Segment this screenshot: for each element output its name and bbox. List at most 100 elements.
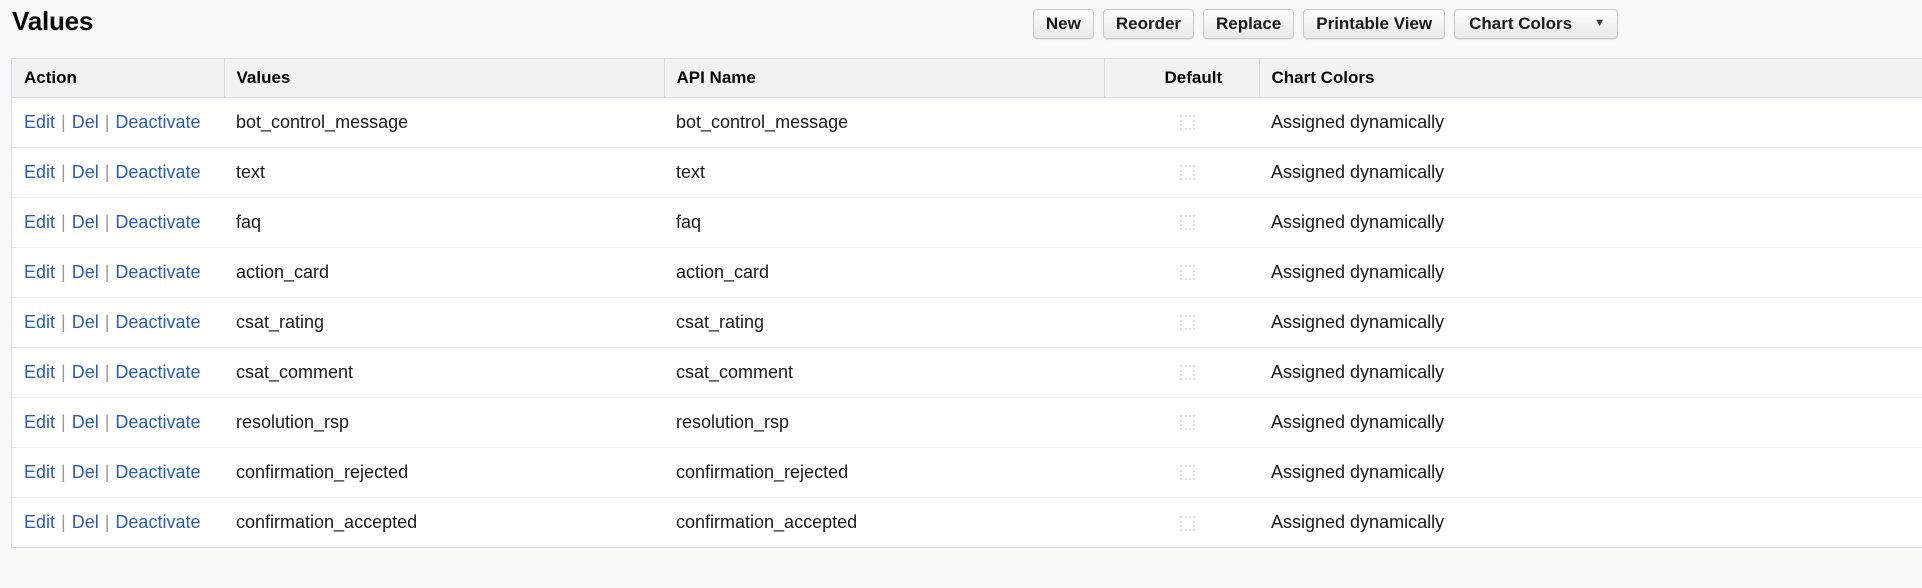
action-separator: | xyxy=(61,161,66,182)
default-checkbox[interactable] xyxy=(1180,465,1195,481)
column-header-action: Action xyxy=(12,59,224,98)
cell-value: csat_rating xyxy=(224,297,664,348)
action-links: Edit|Del|Deactivate xyxy=(24,212,224,233)
row-edit-link[interactable]: Edit xyxy=(24,261,56,282)
action-links: Edit|Del|Deactivate xyxy=(24,462,224,483)
default-checkbox[interactable] xyxy=(1180,215,1195,231)
action-separator: | xyxy=(61,411,66,432)
action-links: Edit|Del|Deactivate xyxy=(24,262,224,283)
row-del-link[interactable]: Del xyxy=(71,361,99,382)
row-deactivate-link[interactable]: Deactivate xyxy=(115,461,201,482)
cell-value: text xyxy=(224,147,664,198)
row-deactivate-link[interactable]: Deactivate xyxy=(115,211,201,232)
cell-action: Edit|Del|Deactivate xyxy=(12,297,224,348)
row-deactivate-link[interactable]: Deactivate xyxy=(115,361,201,382)
cell-api-name: resolution_rsp xyxy=(664,397,1104,448)
action-links: Edit|Del|Deactivate xyxy=(24,362,224,383)
column-header-default: Default xyxy=(1103,59,1259,98)
cell-value: resolution_rsp xyxy=(224,397,664,448)
cell-value: faq xyxy=(224,197,664,248)
cell-default xyxy=(1104,147,1259,198)
row-del-link[interactable]: Del xyxy=(71,261,99,282)
row-edit-link[interactable]: Edit xyxy=(24,411,56,432)
column-header-default-label: Default xyxy=(1164,67,1223,87)
cell-action: Edit|Del|Deactivate xyxy=(12,347,224,398)
row-edit-link[interactable]: Edit xyxy=(24,211,56,232)
action-separator: | xyxy=(104,311,110,332)
default-checkbox[interactable] xyxy=(1180,415,1195,431)
action-separator: | xyxy=(61,211,66,232)
new-button[interactable]: New xyxy=(1032,9,1094,39)
action-separator: | xyxy=(104,111,110,132)
cell-api-name: text xyxy=(664,147,1104,198)
cell-value: confirmation_rejected xyxy=(224,447,664,498)
values-table-container: Action Values API Name Default Chart Col… xyxy=(11,58,1922,548)
action-links: Edit|Del|Deactivate xyxy=(24,312,224,333)
table-header-row: Action Values API Name Default Chart Col… xyxy=(12,59,1922,98)
row-edit-link[interactable]: Edit xyxy=(24,511,56,532)
page-header: Values New Reorder Replace Printable Vie… xyxy=(0,0,1922,56)
row-deactivate-link[interactable]: Deactivate xyxy=(115,261,201,282)
row-del-link[interactable]: Del xyxy=(71,311,99,332)
row-del-link[interactable]: Del xyxy=(71,511,99,532)
action-links: Edit|Del|Deactivate xyxy=(24,162,224,183)
cell-chart-colors: Assigned dynamically xyxy=(1259,447,1922,498)
row-del-link[interactable]: Del xyxy=(71,161,99,182)
action-separator: | xyxy=(61,361,66,382)
default-checkbox[interactable] xyxy=(1180,165,1195,181)
action-links: Edit|Del|Deactivate xyxy=(24,512,224,533)
cell-chart-colors: Assigned dynamically xyxy=(1259,97,1922,148)
default-checkbox[interactable] xyxy=(1180,115,1195,131)
cell-api-name: csat_comment xyxy=(664,347,1104,398)
row-deactivate-link[interactable]: Deactivate xyxy=(115,111,201,132)
values-table: Action Values API Name Default Chart Col… xyxy=(12,59,1922,547)
chart-colors-dropdown-button[interactable]: Chart Colors ▼ xyxy=(1454,9,1618,39)
printable-view-button[interactable]: Printable View xyxy=(1303,9,1446,39)
cell-chart-colors: Assigned dynamically xyxy=(1259,347,1922,398)
row-del-link[interactable]: Del xyxy=(71,411,99,432)
row-deactivate-link[interactable]: Deactivate xyxy=(115,511,201,532)
column-header-values: Values xyxy=(223,59,664,98)
row-del-link[interactable]: Del xyxy=(71,211,99,232)
action-separator: | xyxy=(104,211,110,232)
action-separator: | xyxy=(104,361,110,382)
action-separator: | xyxy=(104,411,110,432)
default-checkbox[interactable] xyxy=(1180,265,1195,281)
cell-default xyxy=(1104,97,1259,148)
action-separator: | xyxy=(61,511,66,532)
row-edit-link[interactable]: Edit xyxy=(24,361,56,382)
row-deactivate-link[interactable]: Deactivate xyxy=(115,161,201,182)
action-links: Edit|Del|Deactivate xyxy=(24,412,224,433)
cell-chart-colors: Assigned dynamically xyxy=(1259,297,1922,348)
row-del-link[interactable]: Del xyxy=(71,111,99,132)
default-checkbox[interactable] xyxy=(1180,515,1195,531)
page-title: Values xyxy=(12,6,94,36)
replace-button[interactable]: Replace xyxy=(1203,9,1295,39)
row-edit-link[interactable]: Edit xyxy=(24,311,56,332)
cell-action: Edit|Del|Deactivate xyxy=(12,447,224,498)
cell-default xyxy=(1104,447,1259,498)
action-separator: | xyxy=(61,111,66,132)
row-edit-link[interactable]: Edit xyxy=(24,161,56,182)
row-edit-link[interactable]: Edit xyxy=(24,461,56,482)
row-deactivate-link[interactable]: Deactivate xyxy=(115,411,201,432)
cell-api-name: bot_control_message xyxy=(664,97,1104,148)
column-header-chart-colors: Chart Colors xyxy=(1258,59,1922,98)
cell-value: action_card xyxy=(224,247,664,298)
row-del-link[interactable]: Del xyxy=(71,461,99,482)
default-checkbox[interactable] xyxy=(1180,365,1195,381)
default-checkbox[interactable] xyxy=(1180,315,1195,331)
cell-default xyxy=(1104,197,1259,248)
reorder-button[interactable]: Reorder xyxy=(1102,9,1195,39)
row-edit-link[interactable]: Edit xyxy=(24,111,56,132)
cell-chart-colors: Assigned dynamically xyxy=(1259,147,1922,198)
cell-chart-colors: Assigned dynamically xyxy=(1259,197,1922,248)
row-deactivate-link[interactable]: Deactivate xyxy=(115,311,201,332)
action-separator: | xyxy=(61,261,66,282)
